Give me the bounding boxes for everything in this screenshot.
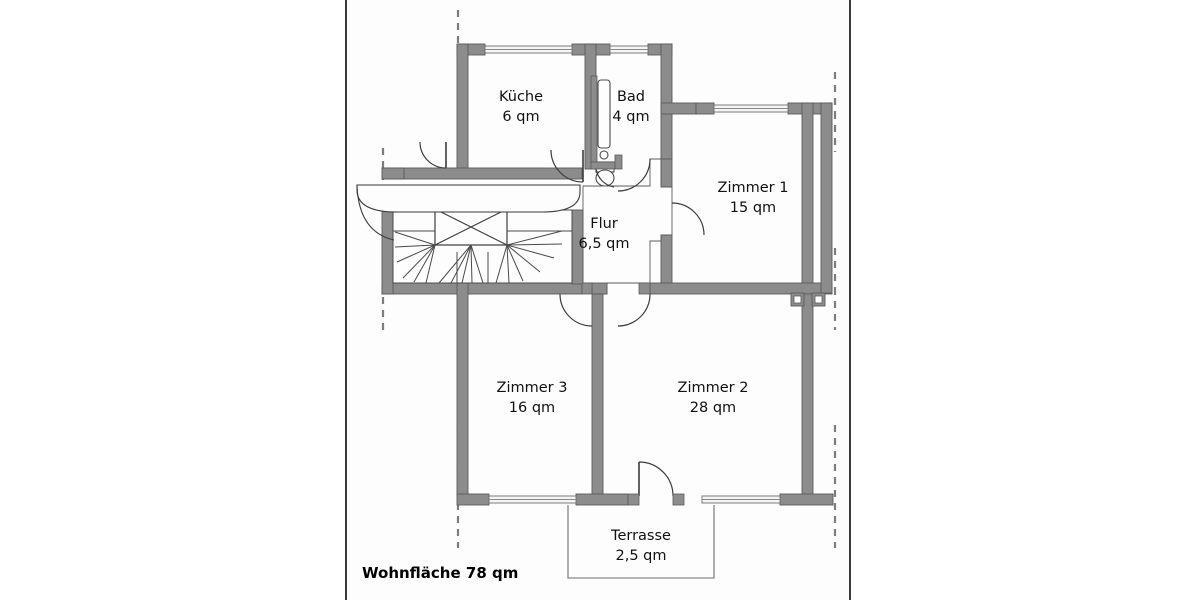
room-area-zimmer2: 28 qm xyxy=(690,400,736,416)
door-bad-inner xyxy=(595,168,615,188)
jamb-terrasse-right xyxy=(672,493,685,506)
door-zimmer1-upper xyxy=(617,158,651,192)
door-group xyxy=(419,141,705,497)
wall-stair-west xyxy=(381,209,394,295)
floorplan-sheet: Küche 6 qm Bad 4 qm Zimmer 1 15 qm Flur … xyxy=(345,0,851,600)
bathroom-fixtures xyxy=(595,79,615,187)
room-area-terrasse: 2,5 qm xyxy=(616,548,667,564)
wall-mid-horizontal-right xyxy=(649,282,833,295)
right-margin xyxy=(851,0,1200,600)
bathtub-icon xyxy=(597,79,611,149)
staircase xyxy=(392,208,573,284)
wall-south-right-stub xyxy=(779,493,834,506)
jamb-z2 xyxy=(638,282,651,295)
room-name-bad: Bad xyxy=(617,89,645,105)
bath-nib-right xyxy=(614,154,623,170)
room-area-bad: 4 qm xyxy=(612,109,649,125)
window-center-lines xyxy=(485,49,788,500)
wall-mid-horizontal-mid xyxy=(591,282,608,295)
room-name-zimmer1: Zimmer 1 xyxy=(718,180,789,196)
door-terrasse xyxy=(638,461,674,497)
entry-door-arc xyxy=(356,185,395,241)
door-bad xyxy=(550,149,584,183)
floorplan-drawing: Küche 6 qm Bad 4 qm Zimmer 1 15 qm Flur … xyxy=(356,10,837,582)
room-area-zimmer3: 16 qm xyxy=(509,400,555,416)
jamb-terrasse-left xyxy=(627,493,640,506)
wall-south-mullion xyxy=(575,493,629,506)
wall-z2-east xyxy=(801,293,814,496)
room-name-zimmer3: Zimmer 3 xyxy=(497,380,568,396)
wall-stair-north-stub xyxy=(381,167,405,180)
sink-icon xyxy=(599,150,609,160)
room-area-zimmer1: 15 qm xyxy=(730,200,776,216)
room-name-zimmer2: Zimmer 2 xyxy=(678,380,749,396)
wall-kueche-west xyxy=(456,43,469,170)
room-name-flur: Flur xyxy=(590,216,618,232)
wall-z1-north-leftstub xyxy=(695,102,715,115)
pier-marker-cores xyxy=(793,295,823,304)
jamb-z3 xyxy=(581,282,593,295)
wall-northeast-outer xyxy=(820,102,833,294)
room-label-group: Küche 6 qm Bad 4 qm Zimmer 1 15 qm Flur … xyxy=(497,89,789,564)
bath-nib-lower xyxy=(590,161,616,170)
terrasse-outline xyxy=(567,505,715,579)
wall-z3-z2 xyxy=(591,293,604,496)
bath-nib-left xyxy=(590,75,598,163)
wall-z1-east xyxy=(801,102,814,294)
stair-treads xyxy=(393,230,572,284)
door-zimmer1-lower xyxy=(671,202,705,236)
wall-z3-west xyxy=(456,282,469,496)
door-kueche xyxy=(419,141,447,169)
wall-south-left-stub xyxy=(456,493,490,506)
wall-kueche-south xyxy=(381,167,583,180)
wall-flur-z1-a xyxy=(660,158,673,188)
room-area-flur: 6,5 qm xyxy=(579,236,630,252)
room-name-kueche: Küche xyxy=(499,89,543,105)
bath-nib-walls xyxy=(590,75,623,170)
door-zimmer2 xyxy=(617,293,651,327)
wall-bad-east xyxy=(660,43,673,160)
wall-bad-east-return xyxy=(660,102,697,115)
total-living-area-caption: Wohnfläche 78 qm xyxy=(362,564,518,582)
stair-landing-bulge xyxy=(356,184,581,213)
door-jamb-group xyxy=(581,282,685,506)
wall-group xyxy=(381,43,834,506)
room-area-kueche: 6 qm xyxy=(502,109,539,125)
door-zimmer3 xyxy=(559,293,593,327)
room-name-terrasse: Terrasse xyxy=(610,528,671,544)
left-margin xyxy=(0,0,345,600)
wall-mid-horizontal-left xyxy=(381,282,583,295)
